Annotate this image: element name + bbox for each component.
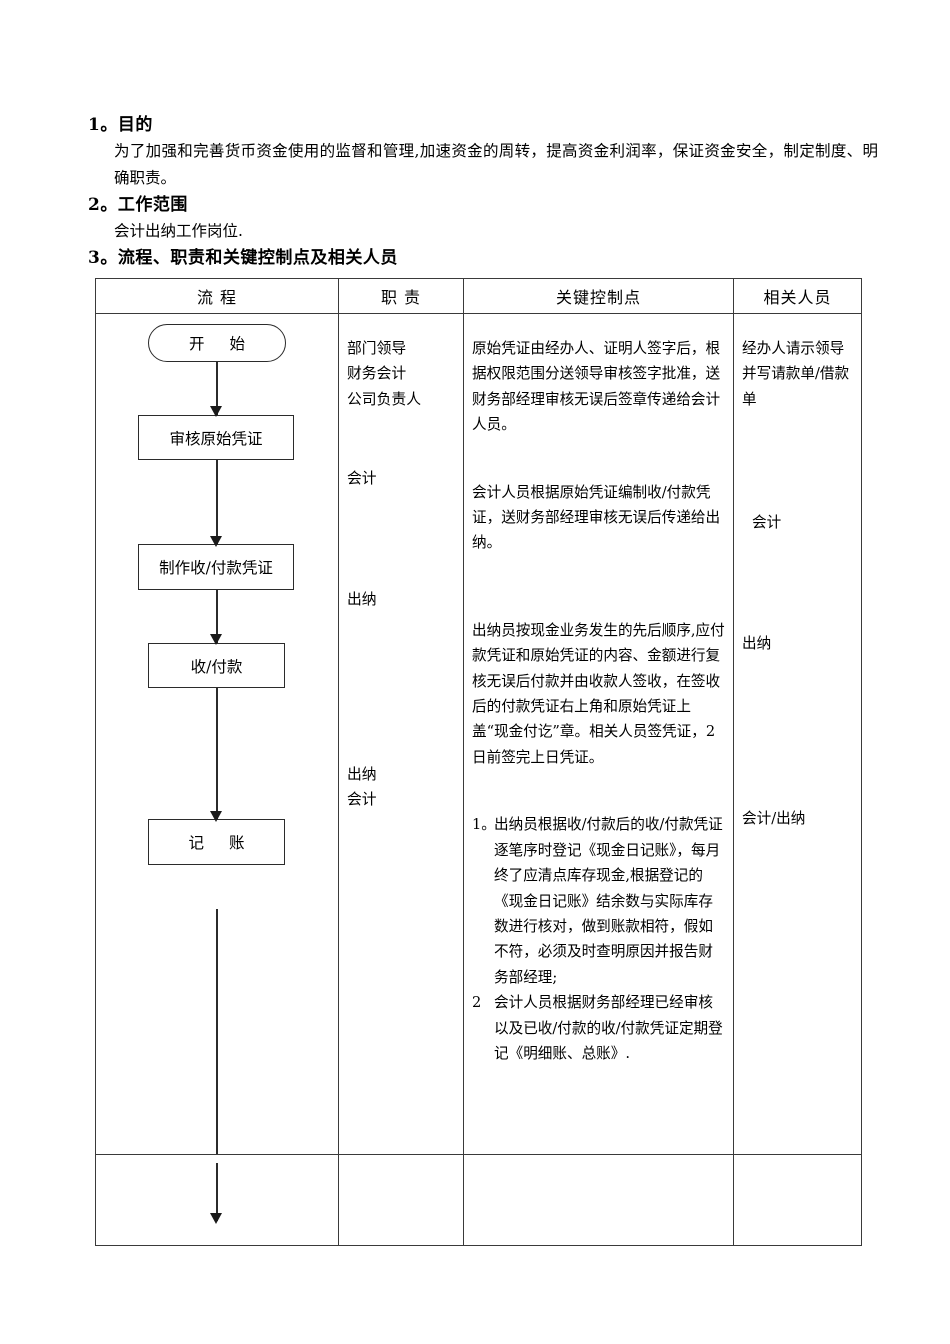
duty-item: 出纳	[347, 766, 377, 784]
duty-continuation-cell	[338, 1154, 464, 1246]
staff-continuation-cell	[733, 1154, 862, 1246]
staff-text: 会计	[752, 514, 782, 532]
duty-content: 部门领导 财务会计 公司负责人 会计 出纳 出纳 会计	[339, 314, 463, 821]
duty-item: 部门领导	[347, 340, 407, 357]
connector-audit-to-voucher	[216, 459, 218, 545]
section-1-body: 为了加强和完善货币资金使用的监督和管理,加速资金的周转，提高资金利润率，保证资金…	[114, 142, 878, 187]
section-2-body: 会计出纳工作岗位.	[114, 222, 243, 240]
flow-node-voucher-label: 制作收/付款凭证	[159, 559, 273, 577]
flowchart-continuation-cell	[95, 1154, 339, 1246]
section-2-heading: 2。工作范围	[88, 192, 878, 218]
control-cell: 原始凭证由经办人、证明人签字后，根据权限范围分送领导审核签字批准，送财务部经理审…	[463, 313, 734, 1155]
control-continuation-cell	[463, 1154, 734, 1246]
control-numbered-list: 1。出纳员根据收/付款后的收/付款凭证逐笔序时登记《现金日记账》，每月终了应清点…	[472, 812, 727, 1066]
control-text: 原始凭证由经办人、证明人签字后，根据权限范围分送领导审核签字批准，送财务部经理审…	[472, 340, 721, 434]
control-content: 原始凭证由经办人、证明人签字后，根据权限范围分送领导审核签字批准，送财务部经理审…	[464, 314, 733, 1074]
duty-item: 财务会计	[347, 365, 407, 383]
flow-node-start-label: 开 始	[189, 335, 255, 353]
flowchart-continuation	[96, 1155, 339, 1245]
arrowhead-continuation	[210, 1213, 222, 1224]
arrowhead-audit	[210, 406, 222, 417]
duty-item: 会计	[347, 470, 377, 488]
connector-start-to-audit	[216, 348, 218, 416]
header-duty: 职 责	[338, 278, 464, 314]
arrowhead-bookkeeping	[210, 811, 222, 822]
flow-node-bookkeeping-label: 记 账	[188, 834, 255, 852]
document-intro: 1。目的 为了加强和完善货币资金使用的监督和管理,加速资金的周转，提高资金利润率…	[88, 112, 878, 271]
flow-node-bookkeeping[interactable]: 记 账	[148, 819, 285, 865]
control-text: 出纳员按现金业务发生的先后顺序,应付款凭证和原始凭证的内容、金额进行复核无误后付…	[472, 621, 725, 766]
list-text: 出纳员根据收/付款后的收/付款凭证逐笔序时登记《现金日记账》，每月终了应清点库存…	[494, 816, 723, 986]
header-flow: 流 程	[95, 278, 339, 314]
flow-node-voucher[interactable]: 制作收/付款凭证	[138, 544, 294, 590]
header-staff: 相关人员	[733, 278, 862, 314]
section-1-title: 目的	[117, 115, 153, 135]
list-text: 会计人员根据财务部经理已经审核以及已收/付款的收/付款凭证定期登记《明细账、总账…	[494, 994, 723, 1062]
duty-cell: 部门领导 财务会计 公司负责人 会计 出纳 出纳 会计	[338, 313, 464, 1155]
table-row: 开 始 审核原始凭证 制作收/付款凭证 收/付款 记 账	[95, 313, 862, 1155]
staff-text: 出纳	[742, 634, 772, 652]
section-3-heading: 3。流程、职责和关键控制点及相关人员	[88, 245, 878, 271]
list-item: 1。出纳员根据收/付款后的收/付款凭证逐笔序时登记《现金日记账》，每月终了应清点…	[472, 812, 727, 990]
list-marker: 2	[472, 994, 482, 1012]
flow-node-payment-label: 收/付款	[190, 657, 243, 676]
arrowhead-payment	[210, 634, 222, 645]
table-header-row: 流 程 职 责 关键控制点 相关人员	[95, 278, 862, 314]
section-1-number: 1。	[88, 115, 118, 135]
connector-payment-to-bookkeeping	[216, 687, 218, 820]
section-3-title: 流程、职责和关键控制点及相关人员	[117, 248, 398, 268]
connector-bookkeeping-down	[216, 909, 218, 1154]
flow-node-audit[interactable]: 审核原始凭证	[138, 415, 294, 460]
connector-continuation	[216, 1163, 218, 1221]
staff-cell: 经办人请示领导并写请款单/借款单 会计 出纳 会计/出纳	[733, 313, 862, 1155]
table-continuation-row	[95, 1154, 862, 1246]
flow-node-start[interactable]: 开 始	[148, 324, 286, 362]
control-text: 会计人员根据原始凭证编制收/付款凭证，送财务部经理审核无误后传递给出纳。	[472, 483, 721, 552]
arrowhead-voucher	[210, 536, 222, 547]
duty-item: 公司负责人	[347, 390, 421, 408]
connector-voucher-to-payment	[216, 589, 218, 644]
list-marker: 1。	[472, 816, 496, 834]
staff-text: 会计/出纳	[742, 810, 806, 828]
list-item: 2 会计人员根据财务部经理已经审核以及已收/付款的收/付款凭证定期登记《明细账、总…	[472, 990, 727, 1066]
flow-node-payment[interactable]: 收/付款	[148, 643, 285, 688]
staff-text: 经办人请示领导并写请款单/借款单	[742, 340, 850, 408]
process-flowchart: 开 始 审核原始凭证 制作收/付款凭证 收/付款 记 账	[96, 314, 339, 1154]
flow-node-audit-label: 审核原始凭证	[169, 429, 263, 448]
flowchart-cell: 开 始 审核原始凭证 制作收/付款凭证 收/付款 记 账	[95, 313, 339, 1155]
section-2-title: 工作范围	[117, 195, 188, 215]
section-1-heading: 1。目的	[88, 112, 878, 138]
header-control: 关键控制点	[463, 278, 734, 314]
duty-item: 出纳	[347, 590, 377, 608]
staff-content: 经办人请示领导并写请款单/借款单 会计 出纳 会计/出纳	[734, 314, 861, 839]
section-2-number: 2。	[88, 195, 118, 215]
section-3-number: 3。	[88, 248, 118, 268]
duty-item: 会计	[347, 791, 377, 809]
process-table: 流 程 职 责 关键控制点 相关人员	[95, 278, 862, 1246]
